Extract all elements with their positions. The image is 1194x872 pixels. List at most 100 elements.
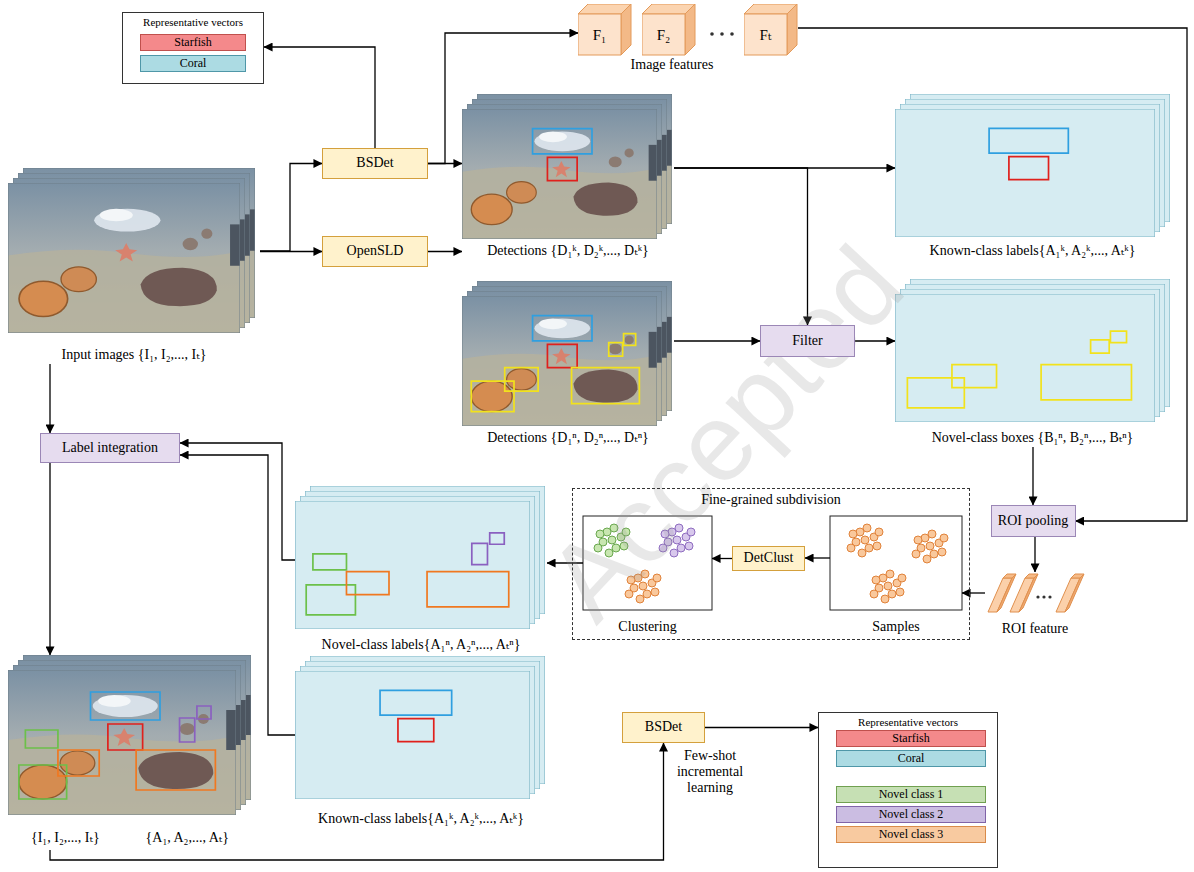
node-text: Coral <box>180 56 207 70</box>
model-box: BSDet <box>322 148 428 179</box>
class-swatch: Starfish <box>140 34 246 51</box>
art-circle <box>710 32 714 36</box>
node-text: F₂ <box>657 26 671 44</box>
flow-arrow <box>962 592 985 593</box>
flow-arrow <box>264 47 375 148</box>
cube-face <box>578 14 621 55</box>
cluster-panel: Clustering <box>583 516 712 636</box>
art-circle <box>1036 595 1039 598</box>
node-text: Representative vectors <box>858 716 958 729</box>
art-circle <box>1048 595 1051 598</box>
art-use <box>895 294 1155 422</box>
art-use <box>306 533 509 615</box>
cube-face <box>621 4 631 55</box>
detection-stack: Detections {D₁ᵏ, D₂ᵏ,..., Dₜᵏ} <box>462 94 674 260</box>
process-box: ROI pooling <box>991 505 1076 537</box>
class-swatch: Coral <box>140 55 246 72</box>
art-polygon <box>1065 574 1084 612</box>
art-polygon <box>1019 574 1038 612</box>
flow-arrow <box>180 455 295 735</box>
process-box: Filter <box>760 325 855 357</box>
label-stack <box>895 279 1170 422</box>
sample-cluster <box>847 524 883 557</box>
node-text: Representative vectors <box>143 16 243 29</box>
art-use <box>989 128 1068 179</box>
class-swatch: Coral <box>836 750 986 767</box>
label-stack: Novel-class boxes {B₁ⁿ, B₂ⁿ,..., Bₜⁿ} <box>895 279 1170 447</box>
model-box: DetClust <box>732 546 805 571</box>
flow-arrow <box>805 557 830 558</box>
label-stack: Known-class labels{A₁ᵏ, A₂ᵏ,..., Aₜᵏ} <box>895 94 1170 260</box>
model-box: OpenSLD <box>322 236 428 267</box>
output-stack: {I₁, I₂,..., Iₜ} {A₁, A₂,..., Aₜ} <box>8 655 252 850</box>
art-use <box>295 501 530 629</box>
flow-arrow <box>260 251 322 252</box>
feature-cube: F₂ <box>642 4 696 56</box>
vector-panel: Representative vectorsStarfishCoral <box>122 12 264 84</box>
flow-arrow <box>712 558 732 559</box>
label-stack <box>295 656 545 799</box>
caption-text: Samples <box>872 619 919 636</box>
caption-text: {I₁, I₂,..., Iₜ} <box>31 830 100 847</box>
output-image-stack <box>8 655 251 815</box>
flow-arrow <box>1032 447 1033 505</box>
art-use <box>471 334 639 412</box>
flow-arrow <box>180 443 295 560</box>
label-stack <box>895 94 1170 237</box>
caption-text: ROI feature <box>1002 621 1068 638</box>
image-stack: Input images {I₁, I₂,..., Iₜ} <box>8 168 260 364</box>
node-text: ROI pooling <box>998 513 1068 530</box>
flow-arrow <box>1034 537 1035 572</box>
node-text: Filter <box>792 333 822 350</box>
sample-panel <box>830 516 962 610</box>
class-swatch: Novel class 2 <box>836 806 986 823</box>
sample-cluster <box>870 570 906 603</box>
roi-feature-bars <box>988 574 1084 612</box>
cube-face <box>642 14 685 55</box>
caption-text: Input images {I₁, I₂,..., Iₜ} <box>62 347 207 364</box>
feature-cube: F₁ <box>578 4 632 56</box>
cube-face <box>744 14 787 55</box>
feature-bars: ROI feature <box>985 572 1085 638</box>
label-frame: Image features <box>597 57 747 73</box>
class-swatch: Starfish <box>836 730 986 747</box>
label-stack: Known-class labels{A₁ᵏ, A₂ᵏ,..., Aₜᵏ} <box>295 656 547 828</box>
label-stack <box>295 486 545 629</box>
group-frame: Fine-grained subdivisionClusteringDetClu… <box>572 488 970 640</box>
art-use <box>907 331 1131 408</box>
label-stack: Novel-class labels{A₁ⁿ, A₂ⁿ,..., Aₜⁿ} <box>295 486 547 654</box>
flow-arrow <box>428 251 462 252</box>
flow-arrow <box>428 33 578 164</box>
node-text: Starfish <box>174 35 211 49</box>
art-use <box>8 670 236 815</box>
art-use <box>533 316 592 368</box>
node-text: Label integration <box>62 440 158 457</box>
node-text: F₁ <box>593 26 607 44</box>
cube-face <box>685 4 695 55</box>
label-frame: Few-shot incremental learning <box>668 748 752 796</box>
node-text: DetClust <box>744 550 794 567</box>
caption-text: {A₁, A₂,..., Aₜ} <box>146 830 229 847</box>
node-text: Starfish <box>892 731 929 745</box>
node-text: BSDet <box>645 719 682 736</box>
caption-text: Novel-class boxes {B₁ⁿ, B₂ⁿ,..., Bₜⁿ} <box>932 430 1134 447</box>
node-text: Novel class 1 <box>879 787 944 801</box>
sample-cluster <box>912 530 948 563</box>
class-swatch: Novel class 3 <box>836 826 986 843</box>
detection-stack: Detections {D₁ⁿ, D₂ⁿ,..., Dₜⁿ} <box>462 281 674 447</box>
node-text: Coral <box>898 751 925 765</box>
flow-arrow <box>260 164 322 252</box>
art-use <box>295 671 530 799</box>
input-image-stack <box>8 168 255 333</box>
open-detection-stack <box>462 281 672 426</box>
caption-text: Detections {D₁ᵏ, D₂ᵏ,..., Dₜᵏ} <box>487 243 649 260</box>
art-use <box>462 109 657 239</box>
art-use <box>8 183 240 333</box>
caption-text: Detections {D₁ⁿ, D₂ⁿ,..., Dₜⁿ} <box>487 430 649 447</box>
annotation-text: Image features <box>631 57 714 72</box>
known-detection-stack <box>462 94 672 239</box>
caption-text: Clustering <box>618 619 676 636</box>
ellipsis-dots <box>149 32 1052 778</box>
sample-panel: Samples <box>830 516 962 636</box>
